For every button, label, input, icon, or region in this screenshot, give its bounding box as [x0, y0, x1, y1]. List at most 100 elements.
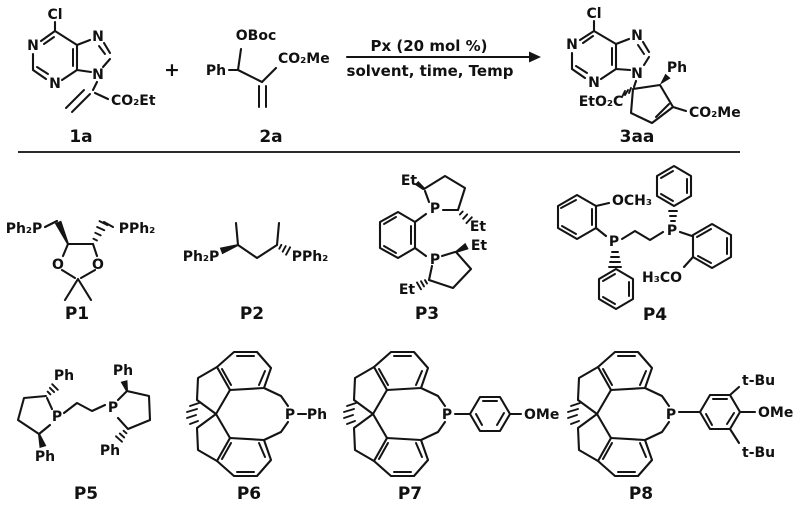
lower-phospholane	[427, 250, 473, 290]
left-anisyl-ring	[556, 193, 598, 241]
ligand-p8: t-Bu OMe t-Bu P8	[566, 350, 793, 504]
ligand-label-p3: P3	[415, 304, 439, 324]
ethylene-bridge	[62, 401, 107, 415]
ph2p-label: Ph₂P	[183, 249, 220, 265]
ethyl-bottom-left-label: Et	[399, 282, 416, 298]
upper-et-hashed-wedge	[458, 210, 473, 225]
tbu-top-label: t-Bu	[742, 373, 775, 389]
ligand-p5: P P Ph Ph Ph Ph P5	[16, 363, 152, 504]
ome-label: OMe	[758, 405, 793, 421]
catalyst-conditions: Px (20 mol %)	[370, 37, 487, 55]
left-bottom-bold-wedge	[38, 433, 47, 448]
benzene-ring	[378, 210, 417, 260]
ligand-p2: Ph₂P PPh₂ P2	[183, 221, 328, 324]
substituent-bonds	[594, 201, 695, 269]
bottom-phenyl-double-bonds	[602, 273, 630, 305]
cyclopentene-ring	[629, 83, 675, 125]
aryl-p-bonds	[413, 212, 428, 258]
reactant-1a: Cl N N N N CO₂Et 1a	[27, 7, 156, 147]
cyclopentene-double-bond	[655, 103, 670, 118]
ligand-label-p4: P4	[643, 305, 667, 325]
phenyl-bold-wedge	[659, 73, 671, 86]
left-p-hashed-wedge	[608, 251, 622, 268]
p6-spiro-core	[185, 350, 297, 478]
n3-label: N	[49, 76, 61, 92]
chlorine-label: Cl	[47, 7, 62, 23]
methylene-double-bond	[258, 85, 267, 108]
aryl-double-bonds	[705, 398, 735, 426]
ligand-label-p2: P2	[240, 304, 264, 324]
left-arm-bond	[43, 219, 59, 229]
n1-label: N	[27, 38, 39, 54]
vinylidene-double-bond	[65, 89, 91, 113]
upper-et-bold-wedge	[414, 181, 425, 191]
eto2c-label: EtO₂C	[579, 94, 624, 110]
oboc-label: OBoc	[236, 28, 277, 44]
phosphorus-top-label: P	[430, 201, 440, 217]
ester-bond	[93, 91, 110, 101]
oxygen-left-label: O	[52, 257, 64, 273]
aryl-ring	[698, 393, 742, 431]
phosphorus-right-label: P	[667, 223, 677, 239]
phenyl-top-left-label: Ph	[54, 368, 74, 384]
dioxolane-bonds	[60, 242, 99, 302]
n9-label: N	[92, 67, 104, 83]
right-hashed-wedge	[92, 220, 109, 242]
substituent-bonds	[728, 385, 757, 445]
h3co-bottom-label: H₃CO	[642, 270, 682, 286]
right-arm-bond	[102, 220, 115, 229]
right-hashed-wedge	[278, 243, 292, 256]
n3-label: N	[588, 75, 600, 91]
phenyl-bottom-right-label: Ph	[100, 443, 120, 459]
phosphorus-bottom-label: P	[430, 252, 440, 268]
ph2p-label: Ph₂P	[6, 221, 43, 237]
n7-label: N	[92, 29, 104, 45]
p7-spiro-core	[342, 350, 454, 478]
purine-bonds	[31, 20, 112, 92]
right-anisyl-double-bonds	[696, 228, 728, 264]
tbu-bottom-label: t-Bu	[742, 445, 775, 461]
oxygen-right-label: O	[92, 257, 104, 273]
ome-label: OMe	[524, 407, 559, 423]
pph2-label: PPh₂	[119, 221, 156, 237]
compound-label-2a: 2a	[259, 127, 282, 147]
ligand-p6: Ph P6	[185, 350, 327, 504]
phenyl-top-right-label: Ph	[113, 363, 133, 379]
top-phenyl-ring	[655, 164, 693, 208]
purine-double-bonds	[575, 35, 645, 74]
co2et-label: CO₂Et	[111, 93, 156, 109]
ethyl-top-left-label: Et	[401, 173, 418, 189]
anisyl-double-bonds	[475, 400, 505, 426]
upper-phospholane	[422, 174, 467, 212]
chlorine-label: Cl	[586, 6, 601, 22]
ligand-p1: Ph₂P PPh₂ O O P1	[6, 219, 156, 324]
co2me-label: CO₂Me	[278, 51, 330, 67]
product-3aa: Cl N N N N Ph EtO₂C CO₂Me 3aa	[566, 6, 741, 147]
ethyl-mid-right-label: Et	[471, 238, 488, 254]
skeleton-bonds	[227, 47, 278, 84]
ligand-label-p1: P1	[65, 304, 89, 324]
co2me-bond	[671, 105, 688, 113]
left-bold-wedge	[219, 244, 239, 255]
phenyl-bottom-left-label: Ph	[35, 449, 55, 465]
phosphorus-right-label: P	[108, 400, 118, 416]
reactant-2a: OBoc Ph CO₂Me 2a	[206, 28, 330, 147]
och3-top-label: OCH₃	[612, 193, 652, 209]
phosphorus-left-label: P	[609, 234, 619, 250]
ligand-p4: OCH₃ P P H₃CO P4	[556, 164, 733, 325]
n1-label: N	[566, 37, 578, 53]
phenyl-label: Ph	[667, 60, 687, 76]
compound-label-1a: 1a	[69, 127, 92, 147]
solvent-conditions: solvent, time, Temp	[347, 62, 514, 80]
ligand-label-p5: P5	[74, 484, 98, 504]
reaction-arrow: Px (20 mol %) solvent, time, Temp	[345, 37, 541, 80]
ligand-p3: P P Et Et Et Et P3	[378, 173, 488, 324]
right-p-hashed-wedge	[668, 210, 678, 222]
phenyl-label: Ph	[307, 407, 327, 423]
right-anisyl-ring	[691, 222, 733, 270]
p8-spiro-core	[566, 350, 678, 478]
ligand-label-p7: P7	[398, 484, 422, 504]
ligand-p7: OMe P7	[342, 350, 559, 504]
